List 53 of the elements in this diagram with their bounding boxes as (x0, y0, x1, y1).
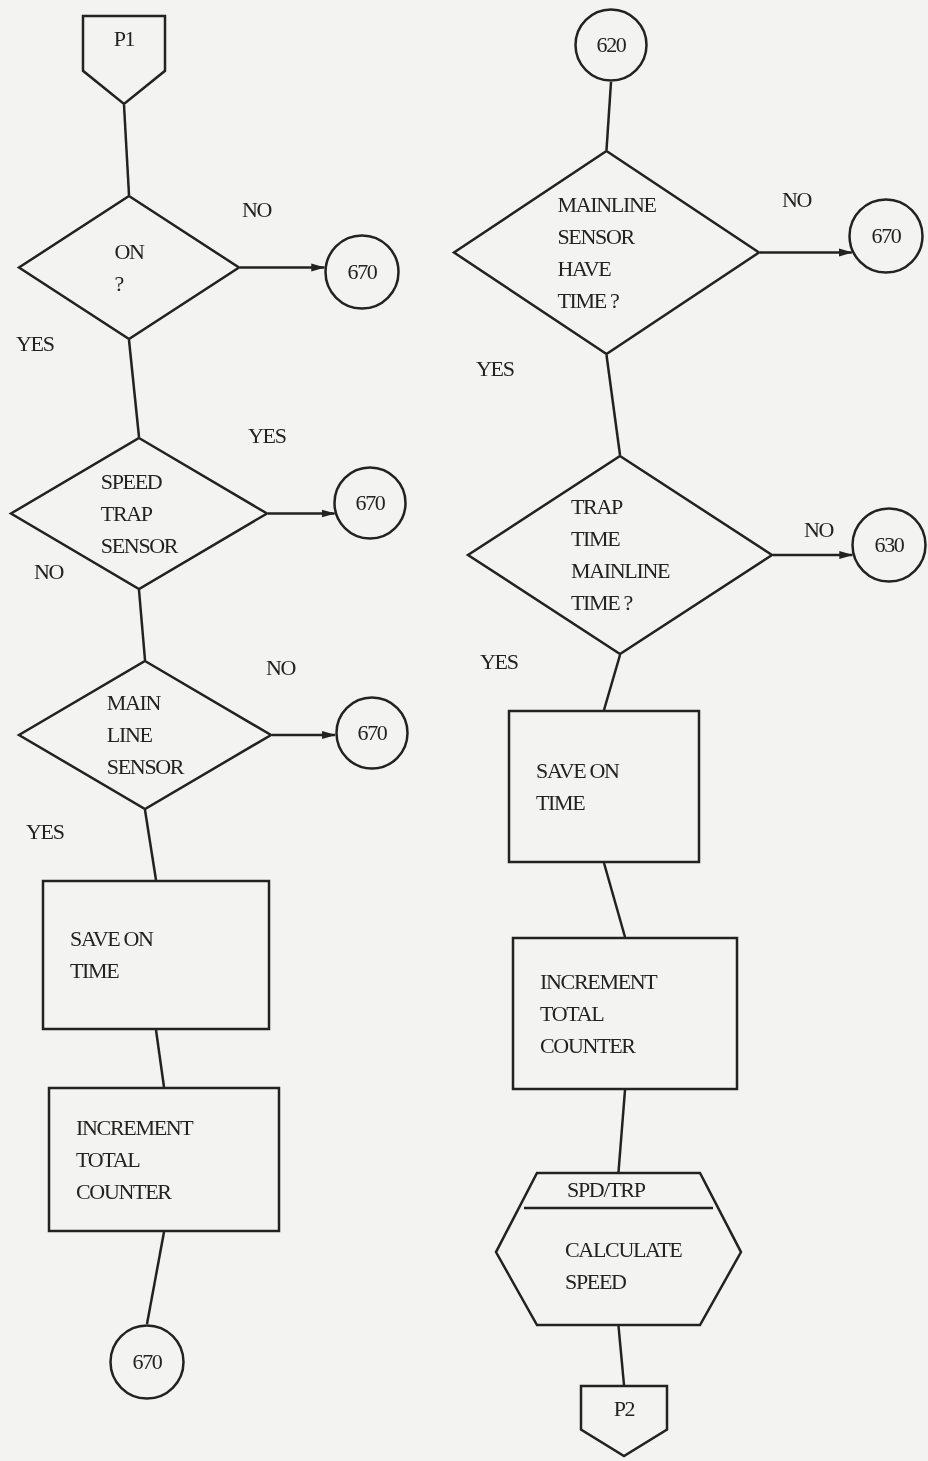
node-label: 670 (132, 1348, 162, 1376)
process-box (512, 937, 738, 1090)
connector-line (127, 339, 141, 438)
node-label: SAVE ON TIME (536, 756, 621, 817)
node-label: ON ? (114, 237, 144, 298)
connector-line (145, 1231, 166, 1325)
node-label: SAVE ON TIME (70, 925, 155, 985)
node-label: 670 (871, 222, 901, 250)
connector-line (605, 81, 613, 151)
node-label: CALCULATE SPEED (565, 1236, 683, 1296)
node-label: 670 (357, 719, 387, 747)
connector-circle (324, 234, 400, 310)
connector-circle (851, 507, 927, 583)
offpage-connector (82, 15, 166, 105)
connector-circle (109, 1324, 185, 1400)
connector-line (602, 654, 622, 711)
process-box (42, 880, 270, 1030)
arrow (240, 263, 326, 272)
arrow (268, 509, 336, 518)
connector-line (122, 104, 131, 196)
decision-diamond (467, 455, 773, 655)
node-label: 670 (355, 489, 385, 517)
node-label: SPEED TRAP SENSOR (100, 467, 178, 560)
node-label: 620 (596, 31, 626, 59)
offpage-connector (580, 1385, 668, 1457)
node-label: INCREMENT TOTAL COUNTER (76, 1113, 194, 1206)
node-label: P1 (113, 25, 135, 53)
connector-line (154, 1029, 166, 1088)
connector-line (137, 589, 147, 661)
node-label: INCREMENT TOTAL COUNTER (540, 967, 658, 1060)
node-label: MAIN LINE SENSOR (106, 689, 184, 781)
arrow (773, 551, 854, 559)
connector-circle (848, 198, 924, 274)
connector-line (605, 354, 622, 456)
connector-circle (335, 696, 409, 770)
node-label: MAINLINE SENSOR HAVE TIME ? (557, 190, 656, 315)
decision-diamond (453, 150, 760, 355)
node-label: P2 (613, 1395, 635, 1423)
process-box (48, 1087, 280, 1232)
connector-circle (333, 466, 407, 540)
connector-line (143, 809, 158, 881)
node-label: 670 (347, 258, 377, 286)
arrow (760, 248, 853, 257)
node-label: TRAP TIME MAINLINE TIME ? (570, 493, 670, 617)
preparation-hexagon (495, 1172, 742, 1326)
process-box (508, 710, 700, 863)
connector-line (617, 1089, 627, 1173)
node-label: 630 (874, 531, 904, 559)
connector-line (602, 862, 627, 938)
arrow (272, 731, 337, 739)
connector-line (617, 1325, 626, 1386)
connector-circle (574, 8, 648, 82)
header-label: SPD/TRP (567, 1176, 645, 1204)
